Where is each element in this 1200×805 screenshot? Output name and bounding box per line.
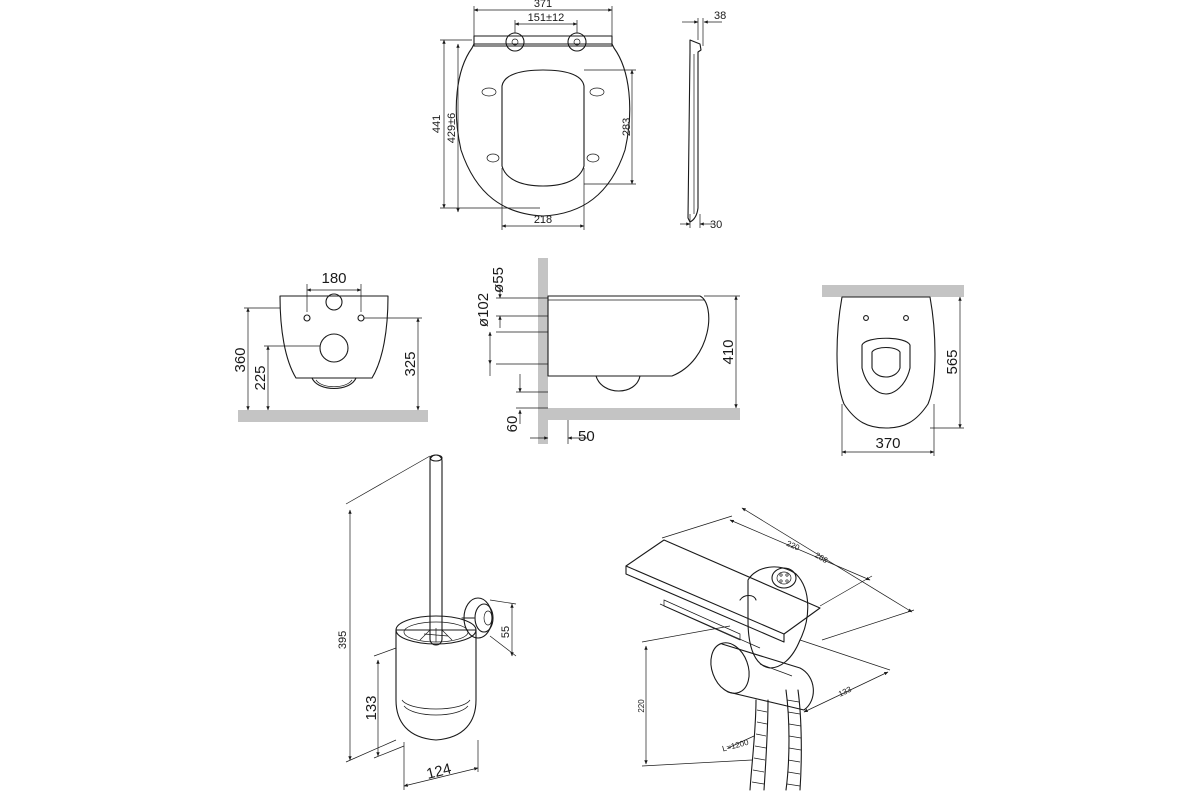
bowl-length-label: 565 bbox=[944, 349, 961, 374]
cup-width-label: 124 bbox=[425, 760, 453, 783]
seat-width-label: 371 bbox=[534, 0, 552, 10]
cup-height-label: 133 bbox=[363, 695, 380, 720]
drain-height-label: 225 bbox=[252, 365, 269, 390]
seat-front-view: 371 151±12 441 429±6 283 218 bbox=[431, 0, 636, 230]
opening-width-label: 218 bbox=[534, 214, 552, 226]
seat-side-view: 38 30 bbox=[680, 10, 726, 231]
shelf-length-a-label: 220 bbox=[785, 539, 801, 553]
bolt-spacing-label: 180 bbox=[321, 270, 346, 287]
seat-length-label: 441 bbox=[431, 115, 443, 133]
brush-height-label: 395 bbox=[337, 631, 349, 649]
floor-gap-label: 60 bbox=[504, 416, 521, 433]
bowl-height-total-label: 360 bbox=[232, 347, 249, 372]
bowl-back-view: 180 360 225 325 bbox=[232, 270, 428, 422]
seat-top-thickness-label: 38 bbox=[714, 10, 726, 22]
hose-length-label: L=1200 bbox=[721, 738, 750, 754]
bowl-height-label: 410 bbox=[720, 339, 737, 364]
hygienic-shower-view: 220 268 220 133 L=1200 bbox=[625, 507, 915, 791]
bowl-top-view: 565 370 bbox=[822, 285, 964, 456]
shower-depth-label: 133 bbox=[837, 685, 853, 699]
hinge-spacing-label: 151±12 bbox=[528, 12, 565, 24]
seat-bottom-thickness-label: 30 bbox=[710, 219, 722, 231]
drain-diameter-label: ø102 bbox=[475, 293, 492, 327]
seat-length-adj-label: 429±6 bbox=[446, 113, 458, 144]
bracket-diameter-label: 55 bbox=[500, 626, 512, 638]
shelf-length-b-label: 268 bbox=[813, 551, 830, 566]
toilet-brush-view: 395 55 133 124 bbox=[337, 454, 517, 790]
bolt-diameter-label: ø55 bbox=[490, 267, 507, 293]
bolt-height-label: 325 bbox=[402, 351, 419, 376]
bowl-width-label: 370 bbox=[875, 435, 900, 452]
opening-length-label: 283 bbox=[621, 118, 633, 136]
bowl-side-view: ø55 ø102 410 60 50 bbox=[475, 258, 740, 445]
wall-gap-label: 50 bbox=[578, 428, 595, 445]
shower-height-label: 220 bbox=[637, 699, 646, 713]
